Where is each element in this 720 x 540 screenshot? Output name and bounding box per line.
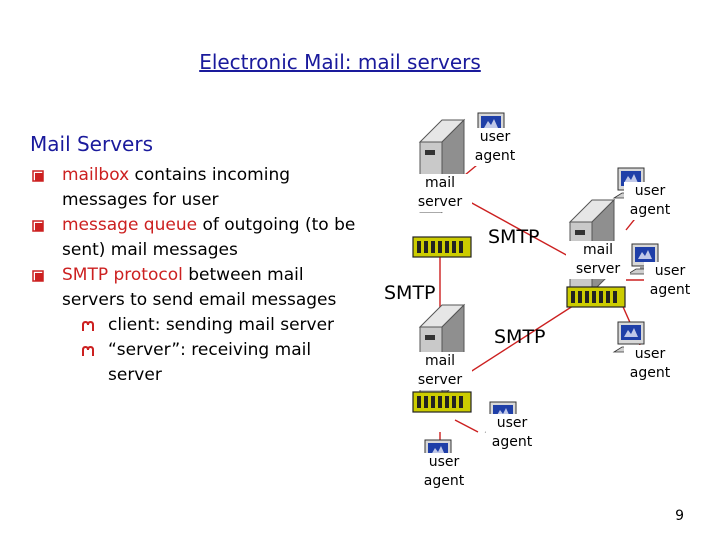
- user-agent-label-right-3: user agent: [624, 345, 676, 383]
- sub-bullet-text: “server”: receiving mail server: [108, 340, 312, 385]
- user-agent-label-top: user agent: [470, 128, 520, 166]
- mailbox-top-icon: [412, 236, 472, 258]
- bullet-mailbox: mailbox contains incoming messages for u…: [30, 163, 360, 213]
- mail-server-label-top: mail server: [408, 174, 472, 212]
- sub-bullet-server: “server”: receiving mail server: [30, 338, 360, 388]
- mail-server-label-bottom: mail server: [408, 352, 472, 390]
- bullet-marker-icon: [32, 170, 44, 182]
- slide-title: Electronic Mail: mail servers: [199, 50, 481, 74]
- bullet-marker-icon: [32, 270, 44, 282]
- bullet-list: mailbox contains incoming messages for u…: [30, 163, 360, 388]
- sub-bullet-client: client: sending mail server: [30, 313, 360, 338]
- sub-bullet-marker-icon: [82, 321, 94, 331]
- link-bottom-server-right-server: [449, 294, 591, 386]
- bullet-text: between mail servers to send email messa…: [62, 265, 337, 310]
- user-agent-label-right-1: user agent: [624, 182, 676, 220]
- mailbox-bottom-icon: [412, 391, 472, 413]
- bullet-highlight: mailbox: [62, 165, 130, 185]
- link-bottom-server-user-agent-1: [454, 419, 479, 433]
- user-agent-label-bottom-1: user agent: [486, 414, 538, 452]
- smtp-label-bottom: SMTP: [494, 326, 546, 348]
- smtp-label-left: SMTP: [384, 282, 436, 304]
- bullet-message-queue: message queue of outgoing (to be sent) m…: [30, 213, 360, 263]
- sub-bullet-marker-icon: [82, 346, 94, 356]
- bullet-highlight: SMTP protocol: [62, 265, 183, 285]
- sub-bullet-text: client: sending mail server: [108, 315, 335, 335]
- section-heading: Mail Servers: [30, 132, 153, 156]
- bullet-text: of outgoing (to be sent) mail messages: [62, 215, 356, 260]
- bullet-highlight: message queue: [62, 215, 198, 235]
- bullet-smtp-protocol: SMTP protocol between mail servers to se…: [30, 263, 360, 313]
- mailbox-right-icon: [566, 286, 626, 308]
- user-agent-label-right-2: user agent: [644, 262, 696, 300]
- mail-server-label-right: mail server: [566, 241, 630, 279]
- user-agent-label-bottom-2: user agent: [418, 453, 470, 491]
- page-number: 9: [675, 508, 684, 524]
- smtp-label-top: SMTP: [488, 226, 540, 248]
- bullet-marker-icon: [32, 220, 44, 232]
- bullet-text: contains incoming messages for user: [62, 165, 291, 210]
